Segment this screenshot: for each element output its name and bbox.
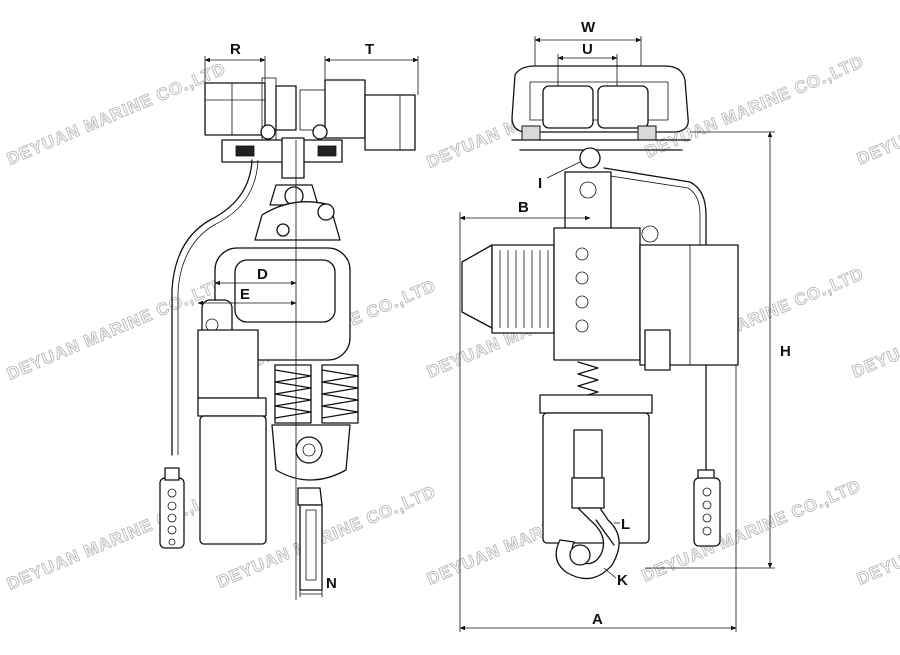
- label-a: A: [592, 611, 603, 628]
- pendant-control-icon: [167, 488, 177, 546]
- label-d: D: [257, 266, 268, 283]
- label-i: I: [538, 175, 542, 192]
- label-k: K: [617, 572, 628, 589]
- label-u: U: [582, 41, 593, 58]
- label-t: T: [365, 41, 374, 58]
- front-view-hoist-drawing: [459, 36, 775, 632]
- label-r: R: [230, 41, 241, 58]
- watermark-10: DEYUAN MARINE CO.,LTD: [4, 484, 229, 594]
- label-l: L: [621, 516, 630, 533]
- watermark-layer: DEYUAN MARINE CO.,LTD DEYUAN MARINE CO.,…: [4, 52, 900, 595]
- watermark-13: DEYUAN MARINE CO.,LTD: [639, 476, 864, 586]
- dimension-labels: R T D E N W U I B H L K A: [230, 19, 791, 628]
- watermark-4: DEYUAN MARINE CO.,LTD: [854, 59, 900, 169]
- hook-icon: [297, 487, 323, 591]
- watermark-9: DEYUAN MARINE CO.,LTD: [849, 272, 900, 382]
- watermark-14: DEYUAN MARINE CO.,LTD: [854, 479, 900, 589]
- label-n: N: [326, 575, 337, 592]
- watermark-1: DEYUAN MARINE CO.,LTD: [4, 59, 229, 169]
- watermark-5: DEYUAN MARINE CO.,LTD: [4, 274, 229, 384]
- label-e: E: [240, 286, 250, 303]
- label-b: B: [518, 199, 529, 216]
- side-view-hoist-drawing: [159, 56, 419, 600]
- label-h: H: [780, 343, 791, 360]
- label-w: W: [581, 19, 596, 36]
